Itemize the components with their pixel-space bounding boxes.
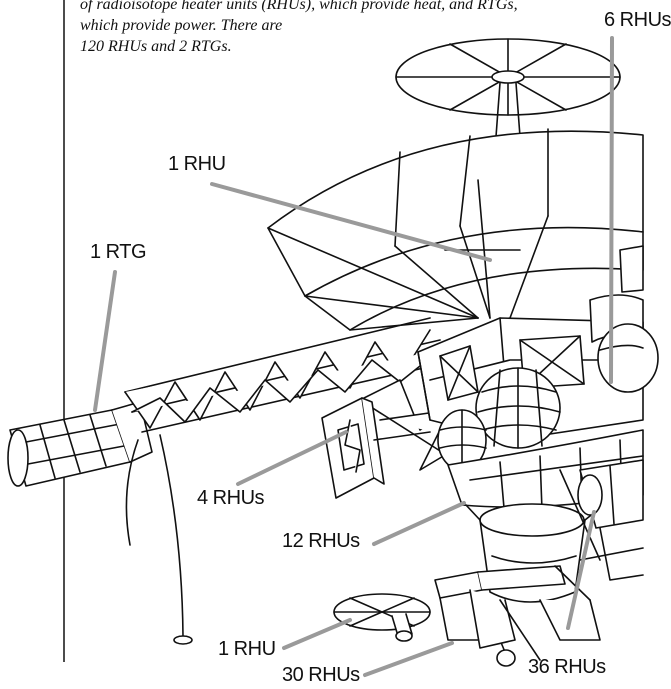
thruster-bracket [559, 459, 644, 581]
label-rhus-30: 30 RHUs [282, 664, 360, 686]
leader-rhus-6 [609, 36, 614, 384]
caption: of radioisotope heater units (RHUs), whi… [80, 0, 518, 57]
main-dish [267, 128, 644, 331]
leader-rhus-12 [372, 501, 466, 546]
caption-line-3: 120 RHUs and 2 RTGs. [80, 38, 232, 55]
leader-rhu-bottom [282, 618, 352, 650]
spacecraft-illustration [7, 0, 659, 677]
caption-line-1: of radioisotope heater units (RHUs), whi… [80, 0, 518, 13]
leader-rhu-top [210, 182, 492, 262]
label-rhus-4: 4 RHUs [197, 487, 265, 509]
label-rhu-bottom: 1 RHU [218, 638, 276, 660]
lower-frame [434, 565, 601, 667]
leader-rhus-4 [236, 430, 348, 486]
leader-rhus-36 [566, 510, 596, 630]
lower-dish [333, 593, 431, 642]
label-rhus-12: 12 RHUs [282, 530, 360, 552]
caption-line-2: which provide power. There are [80, 17, 283, 34]
leader-rtg [93, 270, 117, 412]
truss-boom [124, 317, 471, 471]
label-rhus-36: 36 RHUs [528, 656, 606, 678]
diagram: of radioisotope heater units (RHUs), whi… [7, 0, 671, 686]
label-rhus-6: 6 RHUs [604, 9, 671, 31]
leader-rhus-30 [363, 641, 454, 677]
label-rtg-left: 1 RTG [90, 241, 147, 263]
label-rhu-top: 1 RHU [168, 153, 226, 175]
antenna-wire [125, 434, 193, 645]
instrument-box [321, 397, 431, 499]
